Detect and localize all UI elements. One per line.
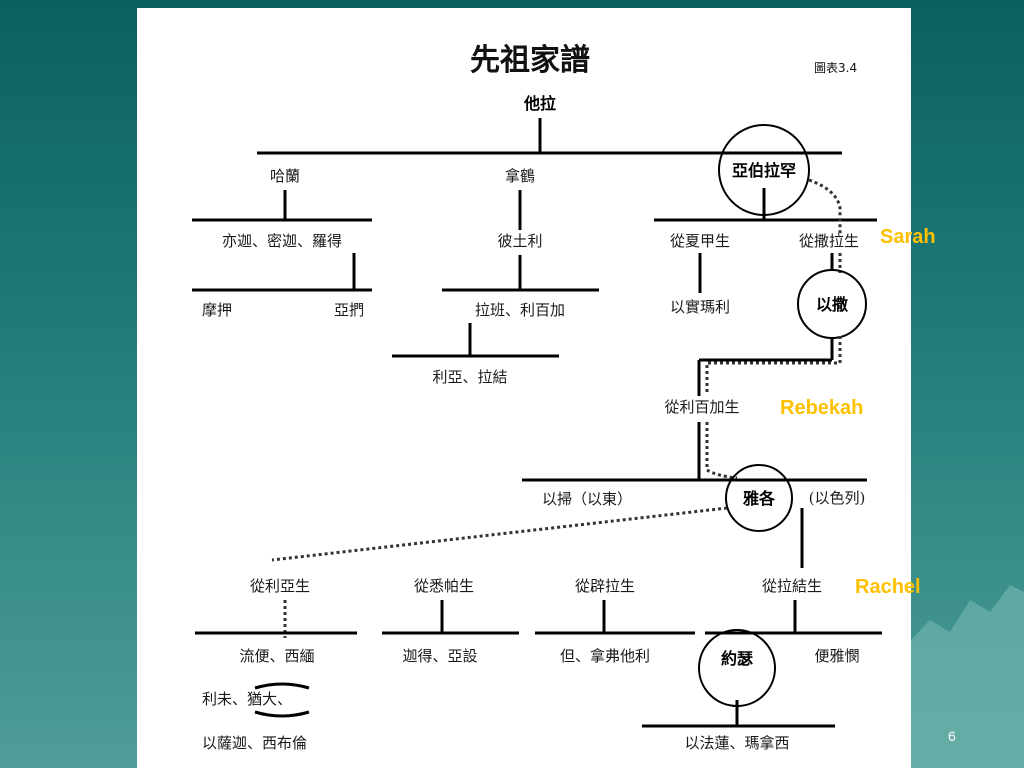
node-benjamin: 便雅憫 bbox=[814, 647, 859, 665]
node-rachel-line: 從拉結生 bbox=[762, 577, 822, 595]
page-number: 6 bbox=[948, 728, 956, 744]
node-ishmael: 以實瑪利 bbox=[670, 298, 730, 316]
node-laban-rebekah: 拉班、利百加 bbox=[475, 301, 565, 319]
node-isaac: 以撒 bbox=[816, 295, 849, 314]
node-rebekah-line: 從利百加生 bbox=[664, 398, 739, 416]
rebekah-marriage-chain bbox=[705, 336, 842, 393]
node-zilpah-line: 從悉帕生 bbox=[414, 577, 474, 595]
node-leah-rachel: 利亞、拉結 bbox=[432, 368, 507, 386]
sarah-marriage-chain bbox=[808, 178, 842, 236]
node-ephraim-manasseh: 以法蓮、瑪拿西 bbox=[684, 734, 789, 752]
node-levi-judah: 利未、猶大、 bbox=[202, 690, 292, 708]
node-ammon: 亞捫 bbox=[334, 301, 364, 319]
node-reuben-simeon: 流便、西緬 bbox=[239, 647, 314, 665]
node-bilhah-line: 從辟拉生 bbox=[575, 577, 635, 595]
node-moab: 摩押 bbox=[202, 301, 232, 319]
slide-panel: 先祖家譜 圖表3.4 他拉 哈蘭 亦迦、密迦、羅得 摩押 亞捫 拿鶴 彼土利 拉… bbox=[137, 8, 911, 768]
node-haran-children: 亦迦、密迦、羅得 bbox=[222, 232, 342, 250]
node-israel: (以色列) bbox=[809, 489, 866, 507]
node-jacob: 雅各 bbox=[742, 489, 776, 508]
node-sarah-line: 從撒拉生 bbox=[799, 232, 859, 250]
node-esau: 以掃（以東） bbox=[542, 490, 632, 508]
node-bethuel: 彼土利 bbox=[497, 232, 542, 250]
figure-reference: 圖表3.4 bbox=[814, 61, 857, 75]
node-gad-asher: 迦得、亞設 bbox=[402, 647, 477, 665]
node-haran: 哈蘭 bbox=[270, 167, 300, 185]
jacob-highlight-circle bbox=[725, 464, 793, 532]
node-issachar-zebulun: 以薩迦、西布倫 bbox=[202, 734, 307, 752]
node-nahor: 拿鶴 bbox=[505, 167, 535, 185]
node-leah-line: 從利亞生 bbox=[250, 577, 310, 595]
node-abraham: 亞伯拉罕 bbox=[732, 161, 796, 180]
node-joseph: 約瑟 bbox=[721, 649, 753, 668]
leah-marriage-chain bbox=[271, 506, 728, 562]
diagram-title: 先祖家譜 bbox=[470, 43, 590, 78]
node-terah: 他拉 bbox=[523, 94, 556, 113]
node-hagar-line: 從夏甲生 bbox=[670, 232, 730, 250]
node-dan-naphtali: 但、拿弗他利 bbox=[560, 647, 650, 665]
family-tree-diagram: 先祖家譜 圖表3.4 他拉 哈蘭 亦迦、密迦、羅得 摩押 亞捫 拿鶴 彼土利 拉… bbox=[192, 43, 882, 752]
joseph-highlight-circle bbox=[698, 629, 776, 707]
